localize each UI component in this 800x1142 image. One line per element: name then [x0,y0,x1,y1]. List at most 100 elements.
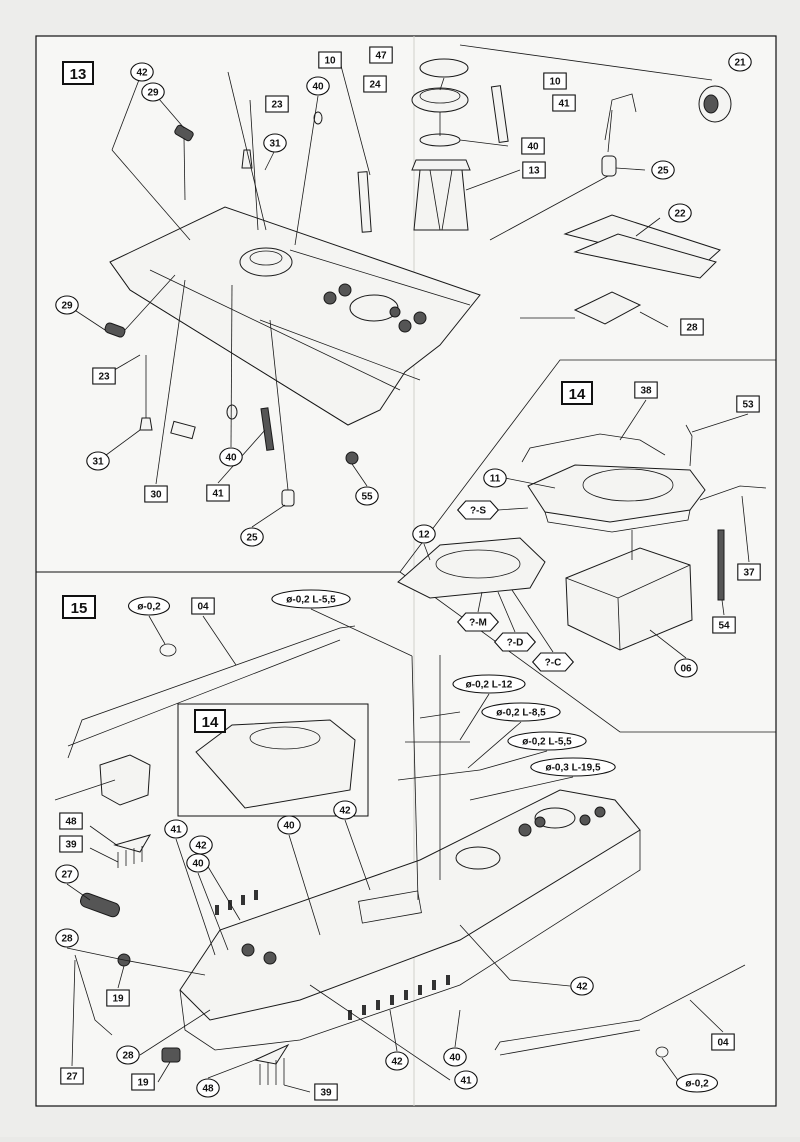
callout-box: 23 [265,95,289,113]
deck-13-rail-3 [149,269,401,391]
callout-shape [355,486,379,506]
step-13-group [66,44,732,528]
callout-shape [306,76,330,96]
tower-part-13 [413,169,469,231]
callout-label: ø-0,2 L-8,5 [496,708,546,719]
pins-39 [117,846,285,1085]
callout-label: 25 [657,166,669,177]
leader-lines-13 [66,44,713,528]
step-15-group [54,608,746,1093]
callout-shape [59,812,83,830]
step-14-inset-text: 14 [202,714,219,731]
callout-shape [521,137,545,155]
callout-label: 31 [92,457,104,468]
callout-label: 38 [640,386,652,397]
divider-14-region [399,359,776,573]
callout-box: 38 [634,381,658,399]
callout-label: 40 [225,453,237,464]
ring-lower [655,1046,669,1058]
callout-circle: ø-0,3 L-19,5 [530,757,616,777]
railing-04-lower [494,964,746,1051]
callout-shape [333,800,357,820]
gun-turret [99,754,151,806]
part-31-top [241,149,253,169]
callout-shape [265,95,289,113]
callout-box: 37 [737,563,761,581]
callout-circle: 29 [55,295,79,315]
callout-circle: 29 [141,82,165,102]
callout-label: 55 [361,492,373,503]
hull-side [179,830,641,1051]
tower-top-13 [411,159,471,171]
callout-circle: 25 [240,527,264,547]
callout-circle: 55 [355,486,379,506]
part-27-anchor [74,954,113,1036]
callout-label: 27 [61,870,73,881]
callout-label: 54 [718,621,730,632]
callout-circle: 42 [130,62,154,82]
callout-box: 27 [60,1067,84,1085]
callout-box: 04 [711,1033,735,1051]
callout-circle: 40 [219,447,243,467]
callout-label: 30 [150,490,162,501]
callout-shape [481,702,561,722]
part-27-chain [80,892,120,918]
ring-47 [419,58,469,78]
bridge-11 [527,464,706,523]
deckhouse-06 [565,547,693,651]
part-31-lower [139,417,153,431]
callout-shape [130,62,154,82]
platform-24 [411,87,469,113]
callout-circle: 41 [164,819,188,839]
callout-label: 23 [98,372,110,383]
part-41-ladder [260,407,275,451]
callout-label: ?-D [507,638,524,649]
callout-shape [674,658,698,678]
callout-circle: 40 [277,815,301,835]
callout-shape [277,815,301,835]
callout-label: 37 [743,568,755,579]
callout-label: 04 [197,602,209,613]
callout-box: 41 [206,484,230,502]
callout-shape [675,1073,719,1093]
callout-box: 39 [59,835,83,853]
callout-label: 28 [61,934,73,945]
part-19 [161,1047,181,1063]
callout-circle: 41 [454,1070,478,1090]
callout-label: ø-0,2 L-5,5 [522,737,572,748]
callout-label: ?-C [545,658,562,669]
callout-label: 41 [212,489,224,500]
aa-cluster-15 [241,806,606,965]
callout-circle: ø-0,2 L-8,5 [481,702,561,722]
part-40-top [313,111,323,125]
part-29-top [174,124,194,142]
posts-15 [215,890,450,1020]
callout-shape [191,597,215,615]
callout-shape [452,674,526,694]
callout-box: 53 [736,395,760,413]
callout-circle: 42 [189,835,213,855]
callout-label: 19 [112,994,124,1005]
callout-label: 41 [170,825,182,836]
callout-circle: 42 [385,1051,409,1071]
callout-shape [507,731,587,751]
leader-lines-14 [423,399,750,659]
callout-shape [454,1070,478,1090]
callout-label: ø-0,2 [137,602,161,613]
callout-label: 22 [674,209,686,220]
callout-circle: 25 [651,160,675,180]
callout-circle: 06 [674,658,698,678]
callout-circle: 48 [196,1078,220,1098]
ladder-10a [357,171,372,233]
callout-label: 10 [549,77,561,88]
callout-box: 13 [522,161,546,179]
callout-circle: 21 [728,52,752,72]
step-15-text: 15 [71,600,88,617]
callout-shape [570,976,594,996]
callout-shape [131,1073,155,1091]
callout-label: 21 [734,58,746,69]
callout-label: ?-M [469,618,487,629]
